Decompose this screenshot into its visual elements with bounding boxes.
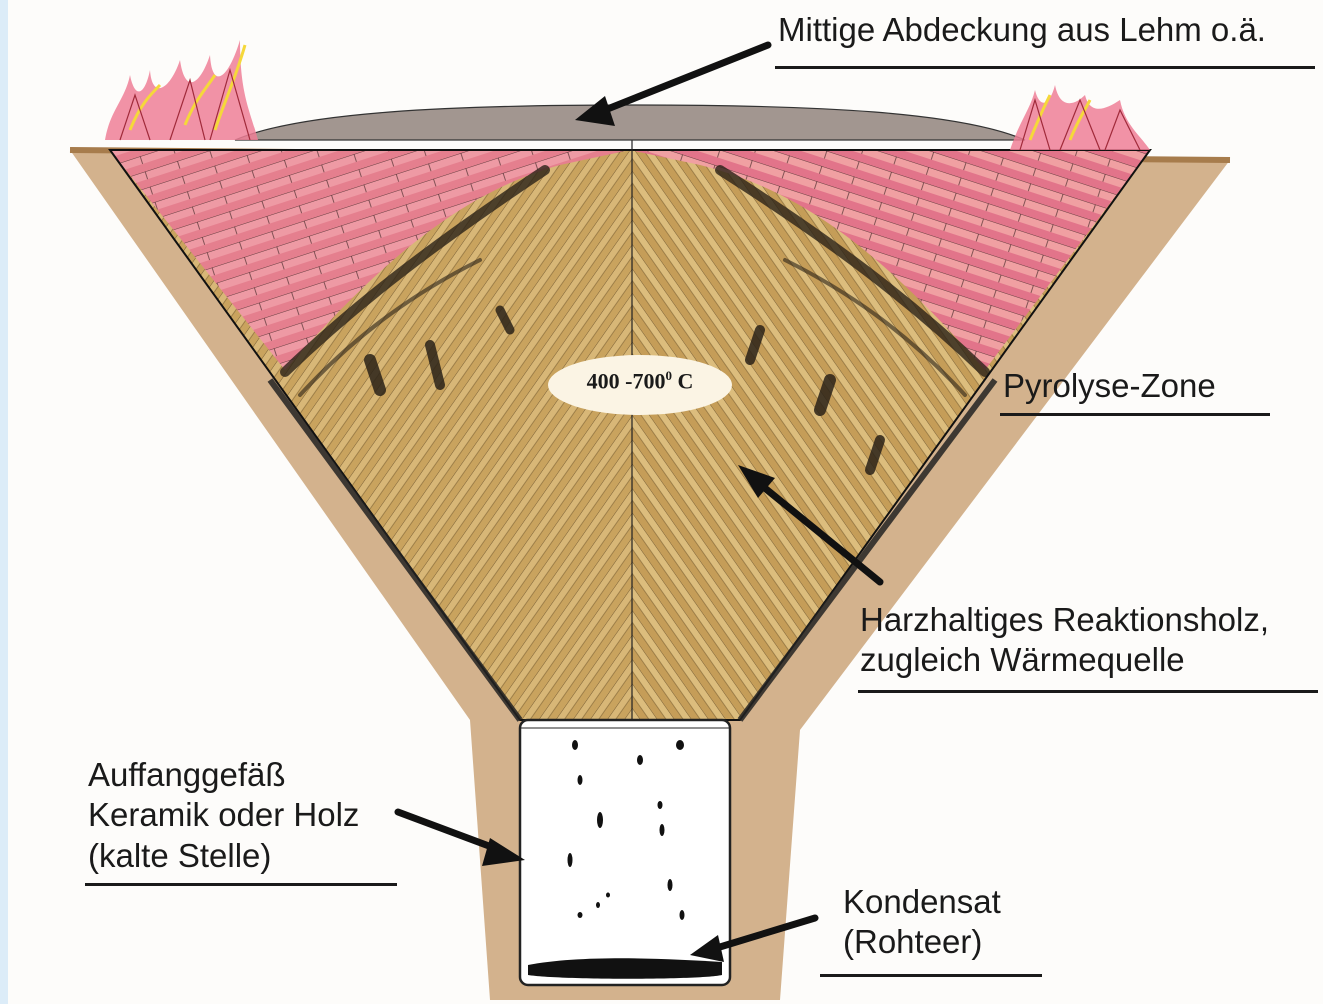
label-cover: Mittige Abdeckung aus Lehm o.ä. [778, 10, 1266, 50]
label-resin-wood-underline [858, 690, 1318, 693]
tar-layer [528, 958, 722, 979]
temperature-label: 400 -7000 C [555, 368, 725, 394]
label-pyrolysis-zone: Pyrolyse-Zone [1003, 366, 1216, 406]
label-vessel-underline [85, 883, 397, 886]
label-pyrolysis-underline [1000, 413, 1270, 416]
label-condensate: Kondensat (Rohteer) [843, 882, 1001, 963]
label-resin-wood: Harzhaltiges Reaktionsholz, zugleich Wär… [860, 600, 1269, 681]
label-condensate-underline [820, 974, 1042, 977]
collecting-vessel [520, 720, 730, 985]
label-cover-underline [775, 66, 1315, 69]
label-vessel: Auffanggefäß Keramik oder Holz (kalte St… [88, 755, 359, 876]
